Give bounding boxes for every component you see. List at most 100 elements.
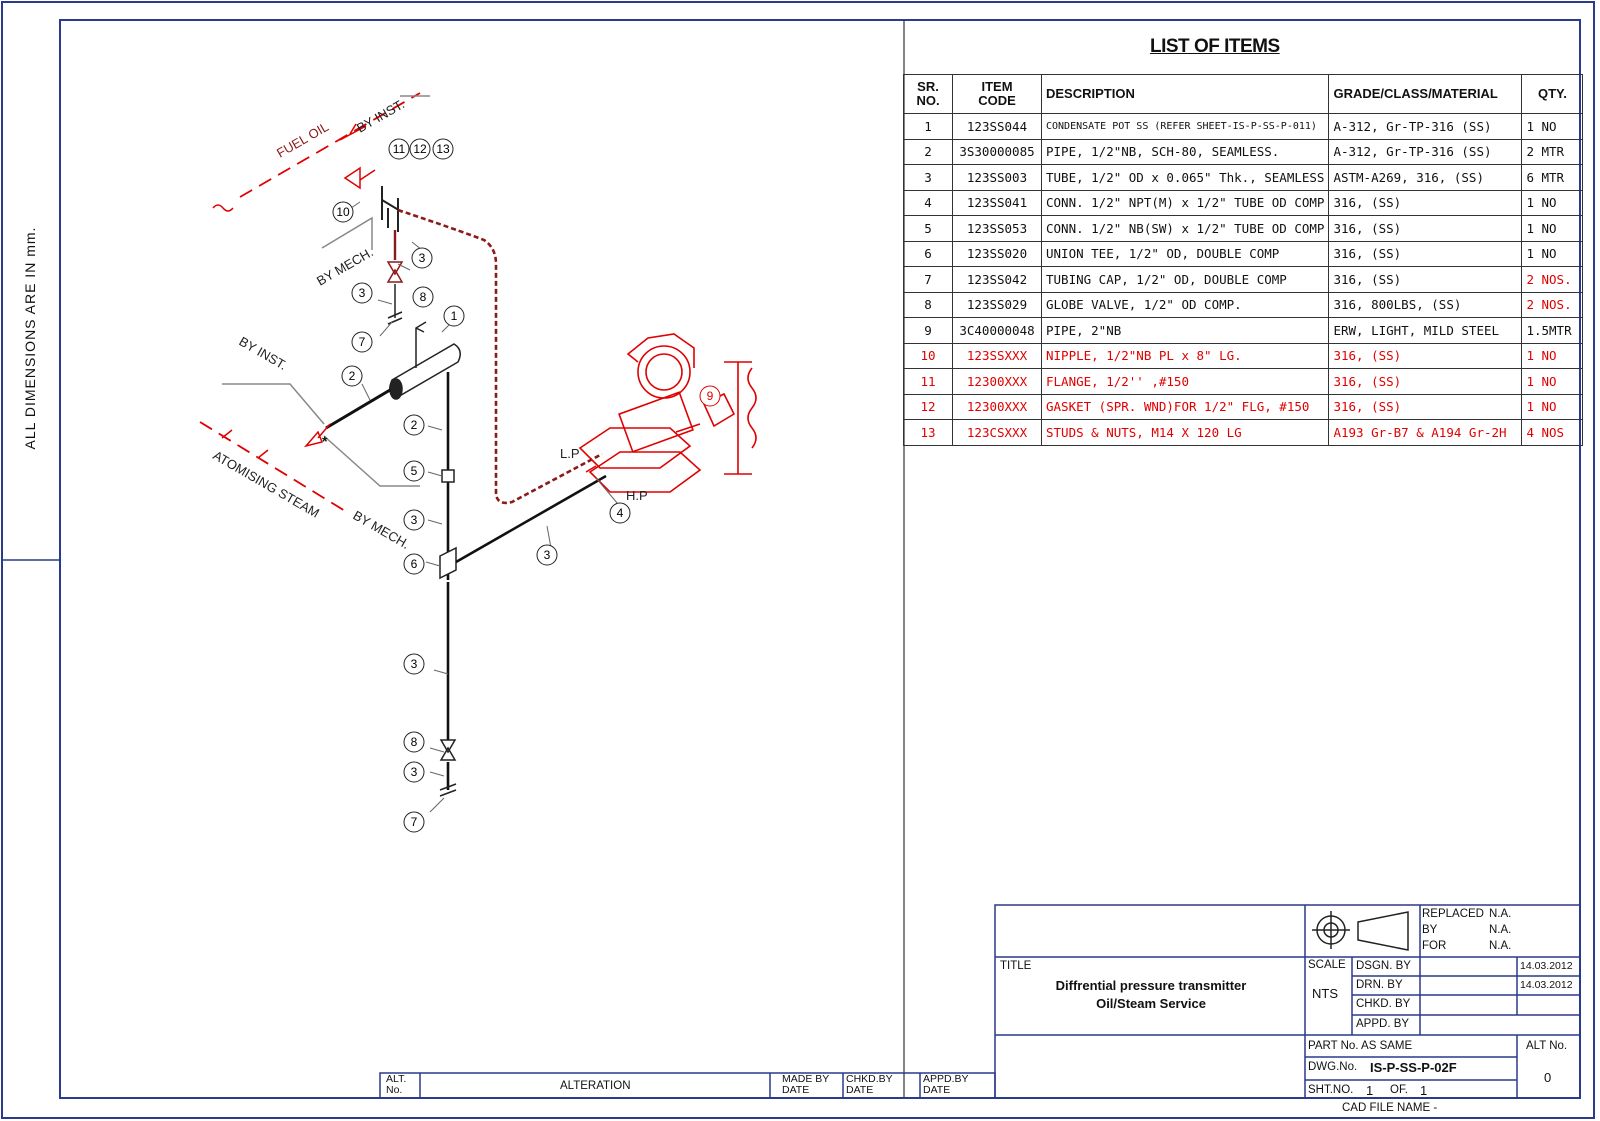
svg-text:3: 3 <box>411 513 418 527</box>
item-qty: 4 NOS <box>1521 419 1584 446</box>
cad-file-name: CAD FILE NAME - <box>1342 1102 1438 1114</box>
balloon: 5 <box>403 460 425 482</box>
svg-text:7: 7 <box>411 815 418 829</box>
item-code: 12300XXX <box>952 393 1042 420</box>
item-sr-no: 13 <box>903 419 953 446</box>
svg-text:3: 3 <box>359 286 366 300</box>
item-code: 123SS020 <box>952 240 1042 267</box>
part-no: PART No. AS SAME <box>1308 1040 1413 1052</box>
for-label: FOR <box>1422 940 1447 952</box>
made-by-header: MADE BY DATE <box>782 1073 830 1096</box>
alteration-header: ALTERATION <box>560 1080 631 1092</box>
item-sr-no: 12 <box>903 393 953 420</box>
item-grade: A-312, Gr-TP-316 (SS) <box>1328 113 1523 140</box>
diagram-labels: FUEL OIL BY INST. BY MECH. BY INST. ATOM… <box>211 96 648 552</box>
item-sr-no: 8 <box>903 291 953 318</box>
items-title: LIST OF ITEMS <box>1150 36 1280 57</box>
by-mech-top-label: BY MECH. <box>314 244 376 288</box>
projection-symbol-icon <box>1312 911 1409 951</box>
svg-text:12: 12 <box>413 142 427 156</box>
item-description: GLOBE VALVE, 1/2" OD COMP. <box>1040 291 1330 318</box>
item-qty: 6 MTR <box>1521 164 1584 191</box>
alt-no-label: ALT No. <box>1526 1040 1568 1052</box>
piping-diagram: * <box>199 92 757 813</box>
by-mech-bottom-label: BY MECH. <box>351 508 413 552</box>
lp-label: L.P <box>560 446 580 461</box>
svg-text:7: 7 <box>359 335 366 349</box>
svg-text:2: 2 <box>411 418 418 432</box>
alt-no-header: ALT. No. <box>386 1073 407 1096</box>
item-sr-no: 2 <box>903 138 953 165</box>
col-grade: GRADE/CLASS/MATERIAL <box>1328 74 1523 114</box>
replaced-value: N.A. <box>1489 908 1512 920</box>
item-grade: 316, (SS) <box>1328 215 1523 242</box>
balloon: 1 <box>443 305 465 327</box>
drawing-title-line1: Diffrential pressure transmitter <box>1055 978 1247 993</box>
item-qty: 1 NO <box>1521 342 1584 369</box>
balloon: 11 <box>388 138 410 160</box>
for-value: N.A. <box>1489 940 1512 952</box>
item-description: NIPPLE, 1/2"NB PL x 8" LG. <box>1040 342 1330 369</box>
item-grade: 316, (SS) <box>1328 342 1523 369</box>
title-label: TITLE <box>1000 960 1032 972</box>
item-code: 12300XXX <box>952 368 1042 395</box>
by-inst-left-label: BY INST. <box>237 334 290 373</box>
by-inst-top-label: BY INST. <box>354 96 407 135</box>
hp-label: H.P <box>626 488 648 503</box>
item-code: 123SS029 <box>952 291 1042 318</box>
svg-text:*: * <box>322 433 328 449</box>
item-qty: 1 NO <box>1521 189 1584 216</box>
item-balloons: 11 12 13 10 3 8 3 7 1 2 2 5 3 6 3 3 4 9 … <box>332 138 721 833</box>
svg-text:6: 6 <box>411 557 418 571</box>
item-qty: 1 NO <box>1521 393 1584 420</box>
item-description: TUBING CAP, 1/2" OD, DOUBLE COMP <box>1040 266 1330 293</box>
by-value: N.A. <box>1489 924 1512 936</box>
svg-text:9: 9 <box>707 389 714 403</box>
balloon: 3 <box>403 761 425 783</box>
replaced-label: REPLACED <box>1422 908 1484 920</box>
item-sr-no: 4 <box>903 189 953 216</box>
item-description: TUBE, 1/2" OD x 0.065" Thk., SEAMLESS <box>1040 164 1330 191</box>
balloon: 12 <box>409 138 431 160</box>
item-code: 3S30000085 <box>952 138 1042 165</box>
item-description: STUDS & NUTS, M14 X 120 LG <box>1040 419 1330 446</box>
item-code: 123SS044 <box>952 113 1042 140</box>
item-description: GASKET (SPR. WND)FOR 1/2" FLG, #150 <box>1040 393 1330 420</box>
item-description: FLANGE, 1/2'' ,#150 <box>1040 368 1330 395</box>
by-label: BY <box>1422 924 1438 936</box>
svg-text:8: 8 <box>411 735 418 749</box>
item-code: 123SS042 <box>952 266 1042 293</box>
item-description: CONDENSATE POT SS (REFER SHEET-IS-P-SS-P… <box>1040 113 1330 140</box>
item-description: PIPE, 1/2"NB, SCH-80, SEAMLESS. <box>1040 138 1330 165</box>
dwg-no-label: DWG.No. <box>1308 1061 1358 1073</box>
item-qty: 1 NO <box>1521 368 1584 395</box>
col-sr-no: SR. NO. <box>903 74 953 114</box>
appd-label: APPD. BY <box>1356 1018 1410 1030</box>
svg-text:5: 5 <box>411 464 418 478</box>
appd-by-header: APPD.BY DATE <box>923 1073 969 1096</box>
balloon: 4 <box>609 502 631 524</box>
balloon: 3 <box>351 282 373 304</box>
col-item-code: ITEM CODE <box>952 74 1042 114</box>
item-grade: 316, 800LBS, (SS) <box>1328 291 1523 318</box>
dwg-no-value: IS-P-SS-P-02F <box>1370 1060 1457 1075</box>
col-qty: QTY. <box>1521 74 1584 114</box>
sht-no-value: 1 <box>1366 1083 1374 1098</box>
fuel-oil-label: FUEL OIL <box>274 119 331 161</box>
of-label: OF. <box>1390 1084 1408 1096</box>
item-qty: 2 MTR <box>1521 138 1584 165</box>
sht-no-label: SHT.NO. <box>1308 1084 1354 1096</box>
item-qty: 1 NO <box>1521 240 1584 267</box>
svg-text:2: 2 <box>349 369 356 383</box>
item-sr-no: 10 <box>903 342 953 369</box>
item-sr-no: 6 <box>903 240 953 267</box>
